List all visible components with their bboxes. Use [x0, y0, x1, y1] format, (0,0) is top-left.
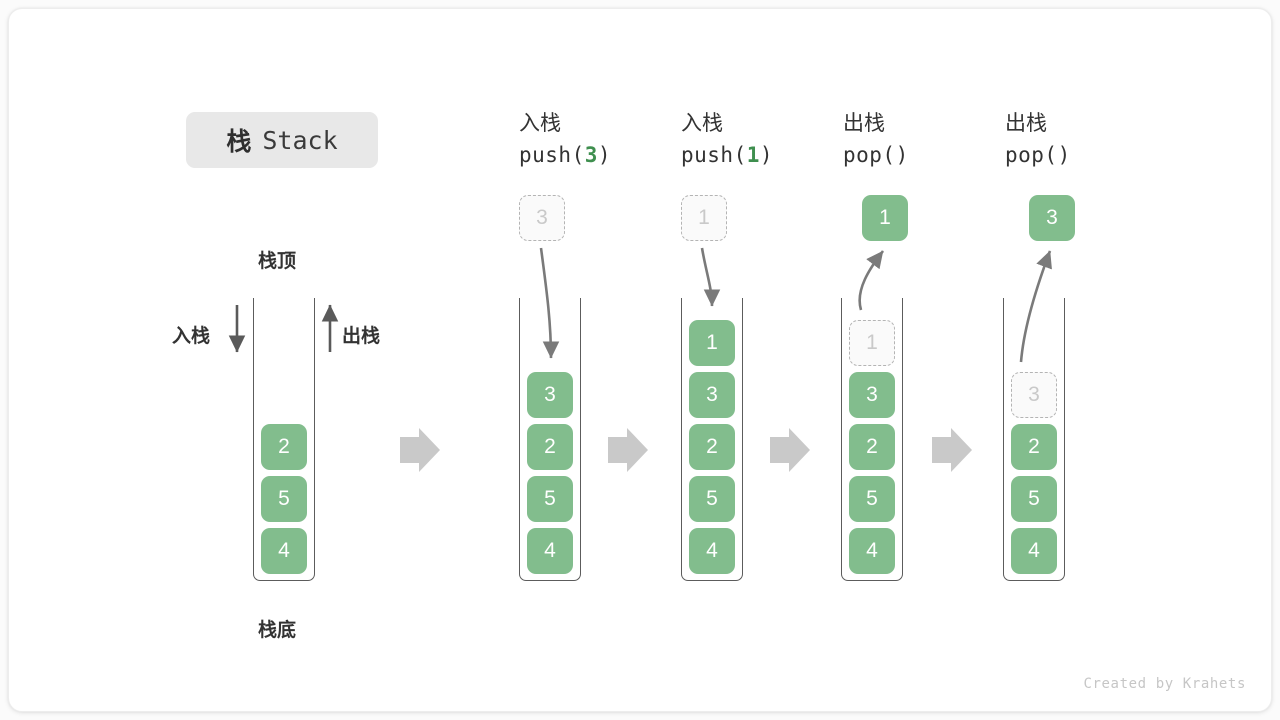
stack-cell: 5 [261, 476, 307, 522]
column-header-code: push(1) [681, 140, 773, 172]
code-prefix: pop( [843, 142, 896, 167]
stack-cell-ghost: 1 [849, 320, 895, 366]
column-header-cn: 入栈 [681, 112, 723, 135]
column-header-pop-1: 出栈 pop() [843, 108, 909, 172]
column-header-code: push(3) [519, 140, 611, 172]
stack-cell: 2 [849, 424, 895, 470]
push-direction-label: 入栈 [172, 326, 211, 347]
stack-cell: 5 [1011, 476, 1057, 522]
stack-cell: 2 [527, 424, 573, 470]
stack-cell-ghost: 3 [1011, 372, 1057, 418]
stack-container-push-3 [519, 298, 581, 581]
stack-cell: 4 [261, 528, 307, 574]
title-badge: 栈 Stack [186, 112, 378, 168]
stack-cell: 3 [849, 372, 895, 418]
column-header-push-3: 入栈 push(3) [519, 108, 611, 172]
column-header-pop-2: 出栈 pop() [1005, 108, 1071, 172]
code-suffix: ) [597, 142, 612, 167]
stack-cell: 4 [527, 528, 573, 574]
title-cn: 栈 [226, 128, 253, 156]
column-header-cn: 出栈 [1005, 112, 1047, 135]
stack-cell: 5 [689, 476, 735, 522]
stack-cell: 2 [1011, 424, 1057, 470]
code-suffix: ) [759, 142, 774, 167]
column-header-code: pop() [843, 140, 909, 172]
stack-cell: 4 [1011, 528, 1057, 574]
code-suffix: ) [1057, 142, 1071, 167]
stack-container-push-1 [681, 298, 743, 581]
code-arg: 1 [746, 142, 760, 167]
stack-container-pop-2 [1003, 298, 1065, 581]
code-arg: 3 [584, 142, 598, 167]
title-en: Stack [262, 125, 338, 155]
code-prefix: pop( [1005, 142, 1058, 167]
code-prefix: push( [519, 142, 585, 167]
pop-direction-label: 出栈 [342, 326, 381, 347]
floating-element-popped: 1 [862, 195, 908, 241]
code-prefix: push( [681, 142, 747, 167]
stack-cell: 4 [849, 528, 895, 574]
stack-top-label: 栈顶 [258, 251, 297, 272]
column-header-cn: 入栈 [519, 112, 561, 135]
stack-container-initial [253, 298, 315, 581]
stack-cell: 2 [689, 424, 735, 470]
floating-element-ghost: 1 [681, 195, 727, 241]
footer-credit: Created by Krahets [1083, 676, 1246, 692]
column-header-cn: 出栈 [843, 112, 885, 135]
stack-cell: 3 [689, 372, 735, 418]
code-suffix: ) [895, 142, 909, 167]
column-header-push-1: 入栈 push(1) [681, 108, 773, 172]
floating-element-ghost: 3 [519, 195, 565, 241]
column-header-code: pop() [1005, 140, 1071, 172]
stack-cell: 4 [689, 528, 735, 574]
stack-cell: 5 [849, 476, 895, 522]
stack-container-pop-1 [841, 298, 903, 581]
stack-cell: 1 [689, 320, 735, 366]
stack-cell: 2 [261, 424, 307, 470]
stack-cell: 5 [527, 476, 573, 522]
stack-bottom-label: 栈底 [258, 620, 297, 641]
stack-cell: 3 [527, 372, 573, 418]
floating-element-popped: 3 [1029, 195, 1075, 241]
